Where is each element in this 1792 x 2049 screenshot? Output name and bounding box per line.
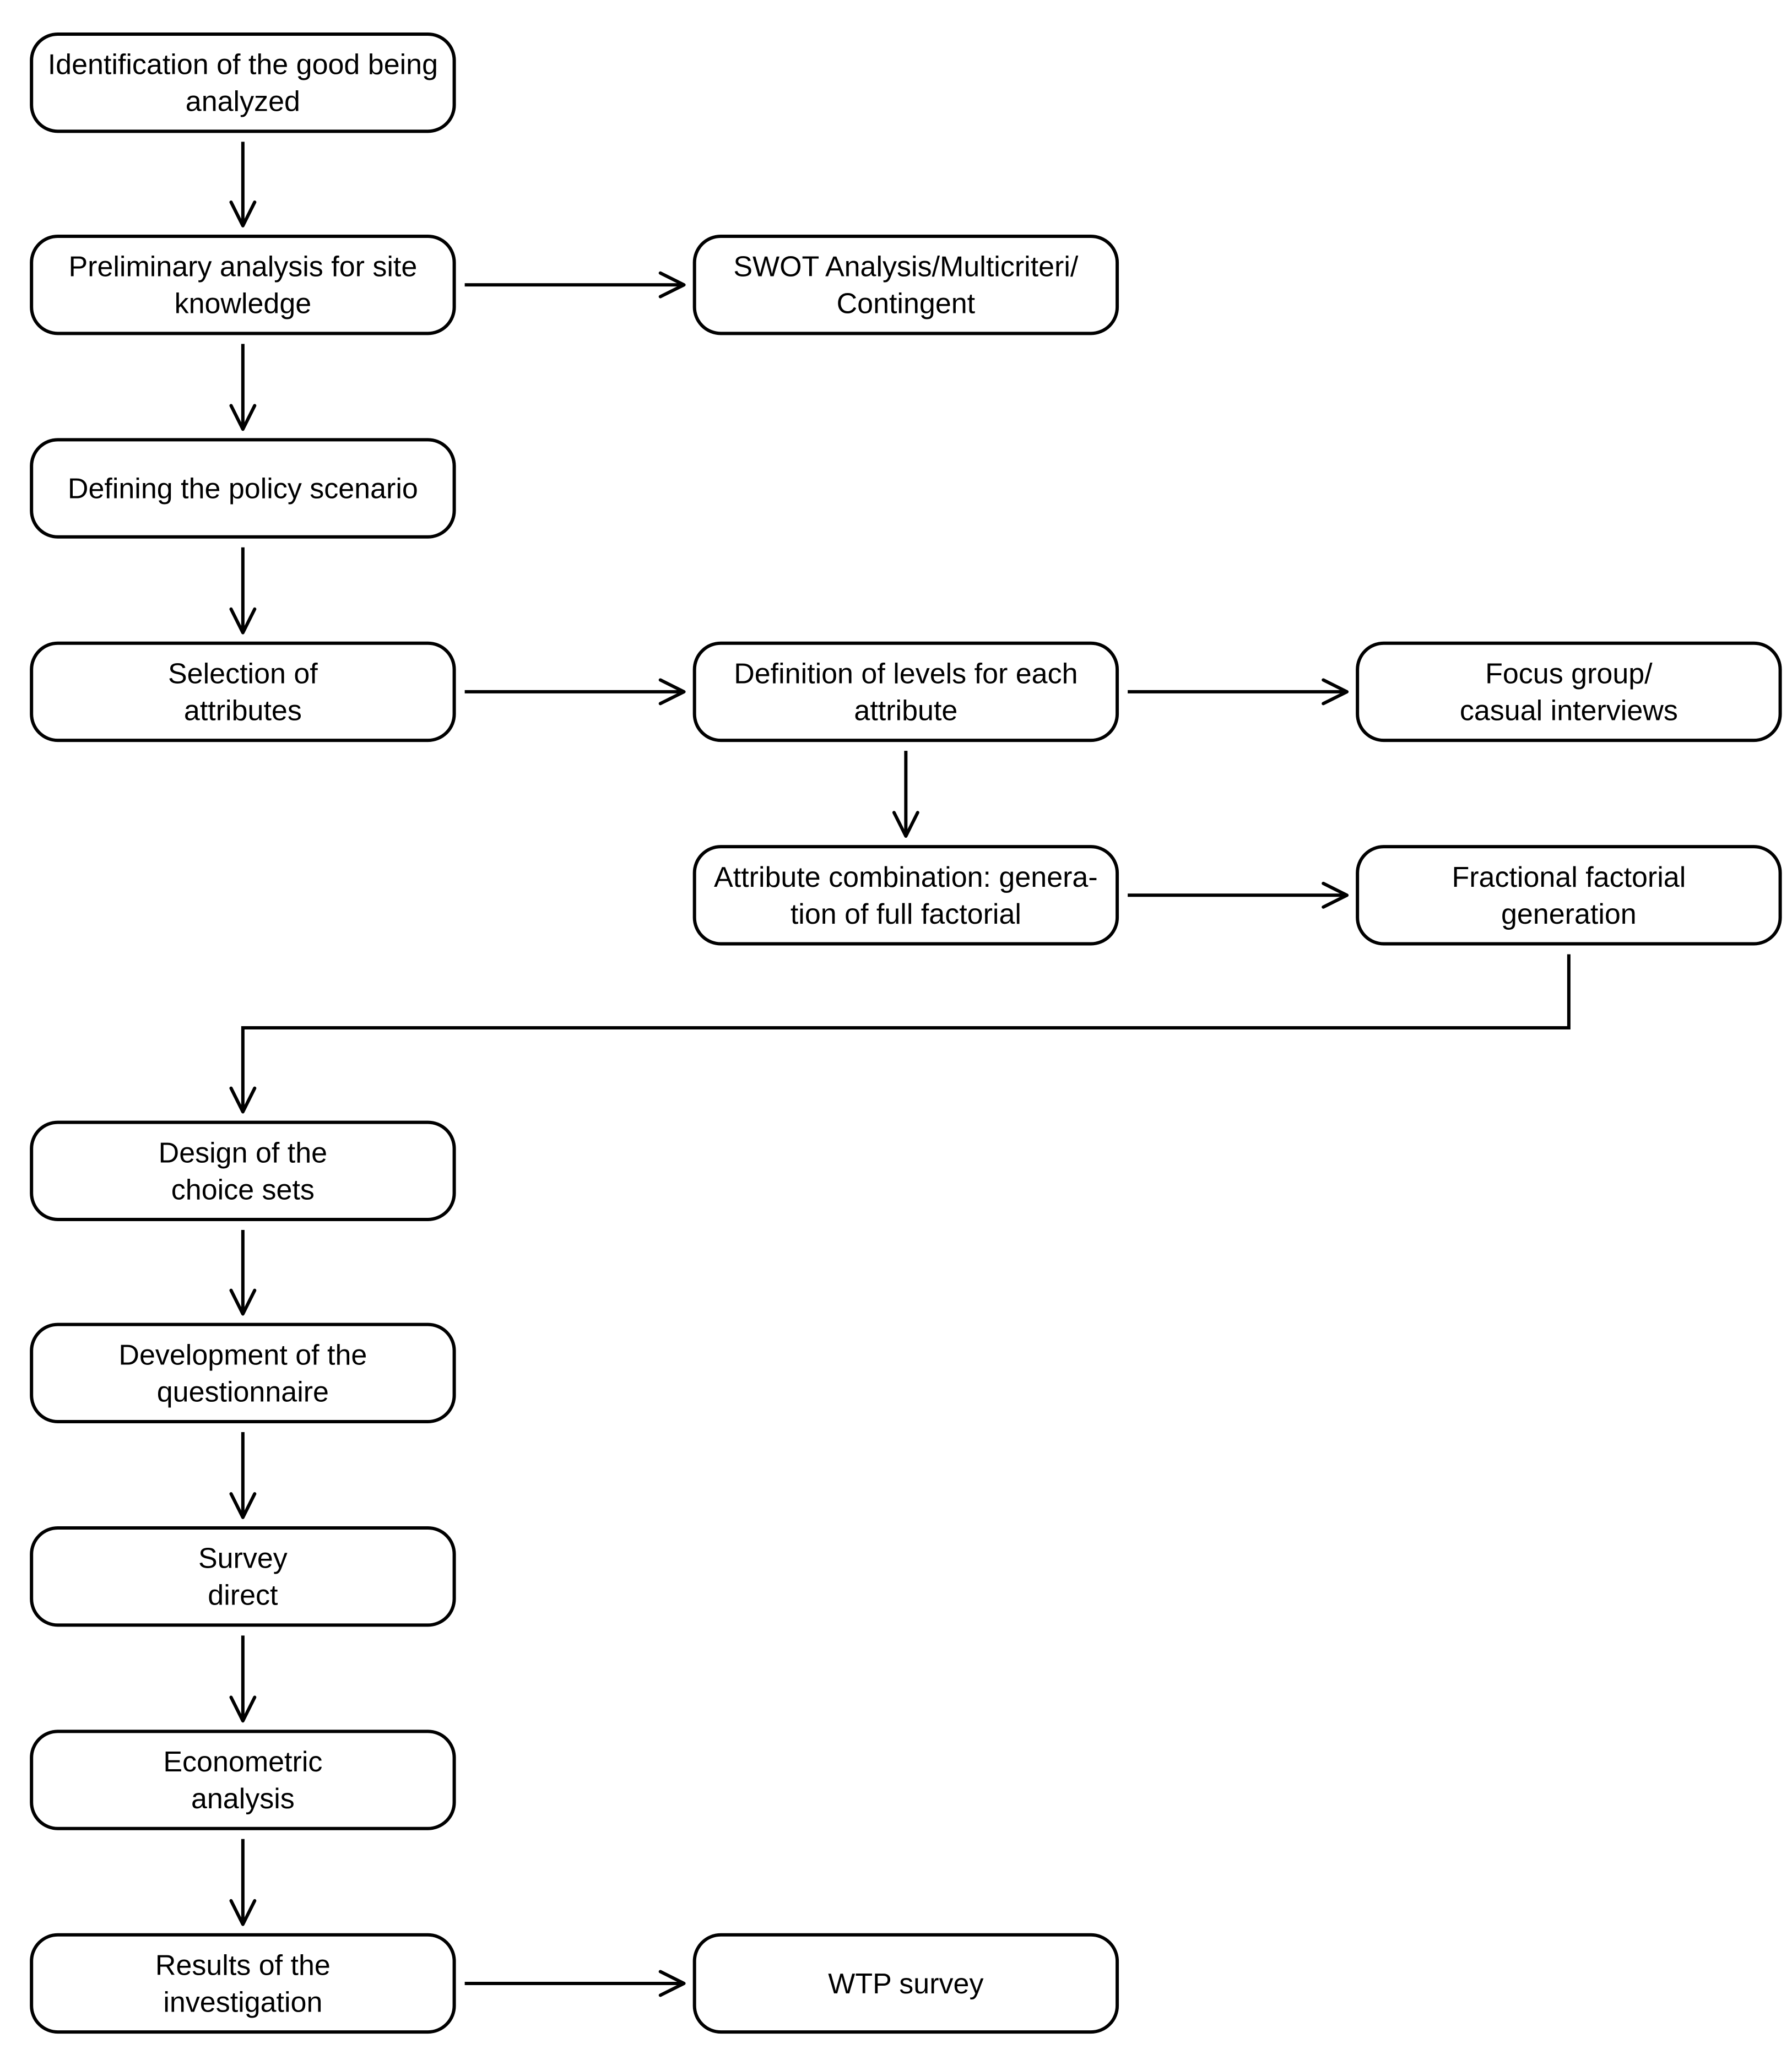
node-label: attribute <box>854 695 957 727</box>
node-combination: Attribute combination: genera-tion of fu… <box>692 845 1119 946</box>
node-box <box>30 1933 456 2034</box>
node-label: analyzed <box>186 86 300 118</box>
node-label: Selection of <box>168 658 318 690</box>
node-label: questionnaire <box>157 1376 329 1408</box>
arrow-head <box>1322 881 1349 909</box>
node-fractional: Fractional factorial generation <box>1356 845 1782 946</box>
node-box <box>30 641 456 742</box>
node-policy: Defining the policy scenario <box>30 438 456 539</box>
edge-identification-preliminary <box>229 142 257 227</box>
node-label: attributes <box>184 695 302 727</box>
edge-fractional-design <box>229 954 1571 1114</box>
node-survey: Survey direct <box>30 1526 456 1627</box>
node-box <box>692 1933 1119 2034</box>
node-label: Results of the <box>155 1949 331 1981</box>
arrow-head <box>658 271 686 299</box>
node-label: Development of the <box>118 1339 367 1371</box>
node-wtp: WTP survey <box>692 1933 1119 2034</box>
arrow-head <box>658 1970 686 1997</box>
node-label: SWOT Analysis/Multicriteri/ <box>733 251 1079 283</box>
node-label: Fractional factorial <box>1452 861 1686 893</box>
node-box <box>30 1730 456 1830</box>
node-label: Preliminary analysis for site <box>68 251 417 283</box>
node-box <box>1356 641 1782 742</box>
node-label: Survey <box>198 1543 288 1575</box>
edge-policy-selection <box>229 547 257 635</box>
node-design: Design of the choice sets <box>30 1120 456 1221</box>
node-box <box>30 32 456 133</box>
edge-econometric-results <box>229 1839 257 1926</box>
node-focus: Focus group/casual interviews <box>1356 641 1782 742</box>
edge-preliminary-policy <box>229 344 257 431</box>
node-box <box>692 845 1119 946</box>
edge-selection-levels <box>464 678 686 706</box>
node-box <box>30 438 456 539</box>
node-preliminary: Preliminary analysis for site knowledge <box>30 234 456 335</box>
arrow-head <box>229 1695 257 1723</box>
node-box <box>692 234 1119 335</box>
node-identification: Identification of the good being analyzed <box>30 32 456 133</box>
edge-line <box>241 954 1571 1112</box>
node-label: Focus group/ <box>1485 658 1653 690</box>
arrow-head <box>229 1288 257 1316</box>
edge-questionnaire-survey <box>229 1432 257 1519</box>
node-selection: Selection of attributes <box>30 641 456 742</box>
arrow-head <box>229 1492 257 1519</box>
node-box <box>692 641 1119 742</box>
node-label: WTP survey <box>828 1968 983 2000</box>
node-label: investigation <box>163 1986 322 2018</box>
node-label: direct <box>208 1580 278 1612</box>
node-box <box>30 234 456 335</box>
nodes-layer: Identification of the good being analyzed… <box>30 32 1782 2034</box>
edge-preliminary-swot <box>464 271 686 299</box>
arrow-head <box>229 200 257 227</box>
edge-levels-focus <box>1128 678 1349 706</box>
node-label: Defining the policy scenario <box>68 473 418 505</box>
node-box <box>30 1322 456 1423</box>
node-label: Identification of the good being <box>48 49 438 81</box>
node-label: Design of the <box>159 1137 327 1169</box>
arrow-head <box>658 678 686 706</box>
node-swot: SWOT Analysis/Multicriteri/Contingent <box>692 234 1119 335</box>
node-questionnaire: Development of the questionnaire <box>30 1322 456 1423</box>
node-label: generation <box>1501 898 1637 930</box>
edge-design-questionnaire <box>229 1230 257 1316</box>
node-label: casual interviews <box>1460 695 1678 727</box>
node-box <box>30 1120 456 1221</box>
node-label: analysis <box>191 1783 295 1815</box>
arrow-head <box>229 404 257 431</box>
node-label: knowledge <box>175 288 312 320</box>
arrow-head <box>1322 678 1349 706</box>
node-label: Econometric <box>163 1746 322 1778</box>
node-label: Contingent <box>837 288 976 320</box>
node-box <box>1356 845 1782 946</box>
edge-combination-fractional <box>1128 881 1349 909</box>
arrow-head <box>229 1899 257 1926</box>
node-label: choice sets <box>171 1174 315 1206</box>
node-box <box>30 1526 456 1627</box>
edges-layer <box>229 142 1571 1997</box>
arrow-head <box>892 811 919 838</box>
edge-results-wtp <box>464 1970 686 1997</box>
arrow-head <box>229 1086 257 1114</box>
node-label: tion of full factorial <box>791 898 1021 930</box>
node-results: Results of the investigation <box>30 1933 456 2034</box>
node-label: Attribute combination: genera- <box>714 861 1098 893</box>
node-levels: Definition of levels for each attribute <box>692 641 1119 742</box>
edge-survey-econometric <box>229 1635 257 1723</box>
node-econometric: Econometric analysis <box>30 1730 456 1830</box>
edge-levels-combination <box>892 751 919 838</box>
arrow-head <box>229 607 257 635</box>
node-label: Definition of levels for each <box>734 658 1078 690</box>
